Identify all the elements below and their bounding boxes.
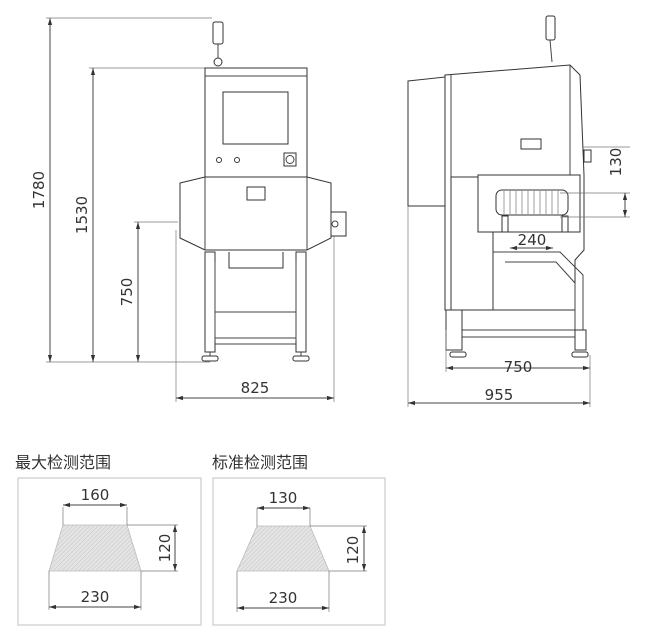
standard-detection-range: 标准检测范围 130 120 230 [212, 453, 386, 626]
standard-bottom-width: 230 [269, 589, 298, 607]
standard-range-title: 标准检测范围 [212, 453, 308, 472]
dim-conveyor-height: 750 [118, 278, 136, 307]
rear-cabinet [407, 76, 446, 207]
max-detection-range: 最大检测范围 160 120 230 [15, 453, 202, 626]
foot-icon [292, 355, 310, 362]
detection-area-shape [48, 524, 142, 572]
dim-overall-height: 1780 [30, 171, 48, 209]
touch-screen [222, 91, 289, 145]
dim-body-height: 1530 [73, 196, 91, 234]
signal-beacon-icon [212, 21, 224, 67]
detection-tunnel-body [179, 176, 332, 251]
max-bottom-width: 230 [81, 588, 110, 606]
button-icon [216, 157, 222, 163]
button-icon [234, 157, 240, 163]
reject-tray [228, 252, 284, 269]
max-height: 120 [156, 534, 174, 563]
front-view: 1780 1530 750 825 [30, 17, 347, 402]
dim-tunnel-height: 130 [607, 148, 625, 177]
dim-tunnel-width: 240 [518, 231, 547, 249]
side-connector [583, 149, 592, 163]
foot-icon [571, 351, 589, 358]
max-range-title: 最大检测范围 [15, 453, 111, 472]
standard-top-width: 130 [269, 489, 298, 507]
conveyor-belt [495, 189, 569, 216]
indicator-window [246, 186, 266, 201]
dim-width: 825 [241, 379, 270, 397]
dim-overall-depth: 955 [485, 386, 514, 404]
label-plate [520, 138, 542, 150]
signal-beacon-icon [545, 15, 556, 63]
foot-icon [449, 351, 467, 358]
max-top-width: 160 [81, 486, 110, 504]
dim-base-depth: 750 [504, 358, 533, 376]
standard-height: 120 [344, 536, 362, 565]
side-view: 130 240 750 955 [407, 15, 630, 407]
foot-icon [201, 355, 219, 362]
